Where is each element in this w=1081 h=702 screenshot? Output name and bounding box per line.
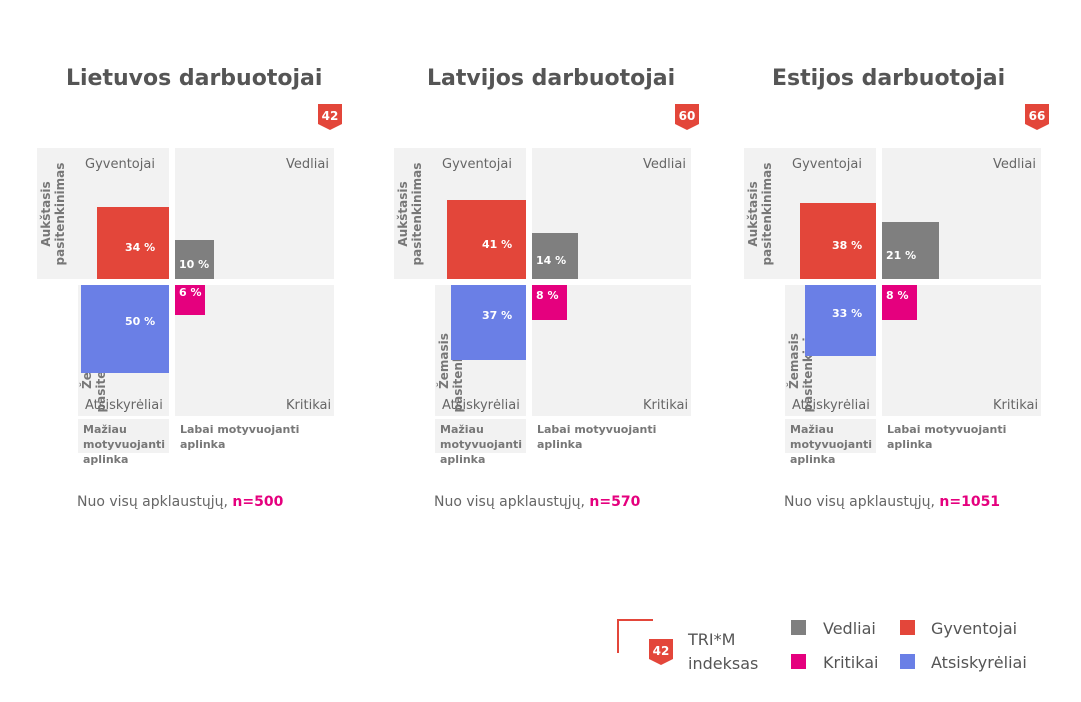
x-axis-band — [78, 419, 169, 453]
x-axis-label-low: Mažiau motyvuojanti aplinka — [440, 423, 523, 466]
index-badge-value: 60 — [678, 109, 696, 123]
legend-label-gyventojai: Gyventojai — [931, 619, 1018, 638]
sample-footnote-text: Nuo visų apklaustųjų, — [784, 494, 940, 510]
bar-gyventojai — [447, 200, 526, 279]
index-badge-value: 42 — [321, 109, 339, 123]
legend-swatch-atsiskyreliai — [900, 654, 915, 669]
sample-footnote-n: n=570 — [589, 494, 641, 510]
quadrant-name-kritikai: Kritikai — [993, 398, 1039, 413]
sample-footnote: Nuo visų apklaustųjų, n=500 — [77, 494, 283, 510]
quadrant-name-gyventojai: Gyventojai — [792, 157, 862, 172]
x-axis-label-low: Mažiau motyvuojanti aplinka — [790, 423, 873, 466]
bar-atsiskyreliai — [81, 285, 169, 373]
bar-label-kritikai: 6 % — [179, 286, 202, 299]
quadrant-name-atsiskyreliai: Atsiskyrėliai — [85, 398, 163, 413]
legend-label-kritikai: Kritikai — [823, 653, 879, 672]
bar-label-gyventojai: 41 % — [482, 237, 513, 251]
quadrant-name-atsiskyreliai: Atsiskyrėliai — [442, 398, 520, 413]
quadrant-name-vedliai: Vedliai — [643, 157, 686, 172]
y-axis-label-high: Aukštasis pasitenkinimas — [39, 162, 67, 266]
quadrant-name-atsiskyreliai: Atsiskyrėliai — [792, 398, 870, 413]
bar-vedliai — [175, 240, 214, 279]
bar-kritikai — [175, 285, 205, 315]
quadrant-name-kritikai: Kritikai — [643, 398, 689, 413]
bar-gyventojai — [800, 203, 876, 279]
y-axis-label-high: Aukštasis pasitenkinimas — [746, 162, 774, 266]
index-badge: 66 — [1025, 104, 1049, 130]
index-legend-line2: indeksas — [688, 654, 759, 673]
bar-vedliai — [882, 222, 939, 279]
quadrant-name-gyventojai: Gyventojai — [442, 157, 512, 172]
bar-kritikai — [882, 285, 917, 320]
index-badge: 42 — [318, 104, 342, 130]
sample-footnote: Nuo visų apklaustųjų, n=1051 — [784, 494, 1000, 510]
x-axis-band — [435, 419, 526, 453]
bar-atsiskyreliai — [451, 285, 526, 360]
index-legend-bracket-icon — [617, 619, 653, 653]
legend-label-atsiskyreliai: Atsiskyrėliai — [931, 653, 1027, 672]
bar-label-vedliai: 14 % — [536, 254, 567, 267]
chart-title: Lietuvos darbuotojai — [66, 66, 323, 91]
bar-label-gyventojai: 34 % — [125, 241, 156, 254]
bar-label-kritikai: 8 % — [886, 288, 909, 302]
x-axis-label-high: Labai motyvuojanti aplinka — [537, 423, 657, 451]
index-legend-line1: TRI*M — [688, 630, 736, 649]
legend-swatch-kritikai — [791, 654, 806, 669]
index-legend-badge: 42 — [649, 639, 673, 665]
x-axis-label-low: Mažiau motyvuojanti aplinka — [83, 423, 166, 466]
bar-label-atsiskyreliai: 33 % — [832, 306, 863, 320]
quadrant-name-kritikai: Kritikai — [286, 398, 332, 413]
bar-atsiskyreliai — [805, 285, 876, 356]
index-badge-value: 66 — [1028, 109, 1046, 123]
bar-label-gyventojai: 38 % — [832, 239, 863, 252]
quadrant-name-vedliai: Vedliai — [993, 157, 1036, 172]
sample-footnote-text: Nuo visų apklaustųjų, — [77, 494, 233, 510]
bar-label-vedliai: 21 % — [886, 248, 917, 262]
y-axis-label-high: Aukštasis pasitenkinimas — [396, 162, 424, 266]
legend-label-vedliai: Vedliai — [823, 619, 876, 638]
x-axis-label-high: Labai motyvuojanti aplinka — [887, 423, 1007, 451]
bar-label-atsiskyreliai: 37 % — [482, 308, 513, 322]
sample-footnote-n: n=1051 — [939, 494, 1001, 510]
index-legend-badge-value: 42 — [652, 644, 670, 658]
sample-footnote-n: n=500 — [232, 494, 284, 510]
legend-swatch-gyventojai — [900, 620, 915, 635]
chart-title: Latvijos darbuotojai — [427, 66, 676, 91]
sample-footnote-text: Nuo visų apklaustųjų, — [434, 494, 590, 510]
bar-vedliai — [532, 233, 578, 279]
bar-kritikai — [532, 285, 567, 320]
bar-label-atsiskyreliai: 50 % — [125, 315, 156, 328]
x-axis-band — [785, 419, 876, 453]
chart-title: Estijos darbuotojai — [772, 66, 1006, 91]
sample-footnote: Nuo visų apklaustųjų, n=570 — [434, 494, 640, 510]
bar-gyventojai — [97, 207, 169, 279]
index-badge: 60 — [675, 104, 699, 130]
quadrant-name-vedliai: Vedliai — [286, 157, 329, 172]
legend-swatch-vedliai — [791, 620, 806, 635]
bar-label-kritikai: 8 % — [536, 288, 559, 302]
bar-label-vedliai: 10 % — [179, 257, 210, 271]
x-axis-label-high: Labai motyvuojanti aplinka — [180, 423, 300, 451]
quadrant-name-gyventojai: Gyventojai — [85, 157, 155, 172]
